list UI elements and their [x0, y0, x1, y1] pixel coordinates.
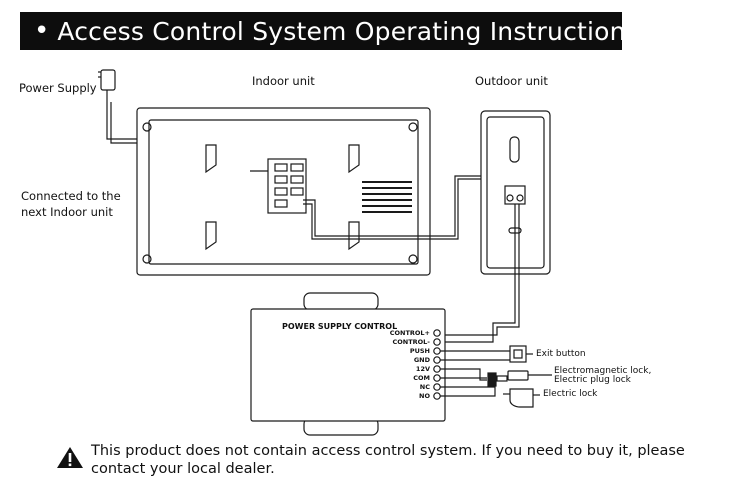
power-supply-control-box [250, 292, 446, 436]
connected-label-line2: next Indoor unit [21, 205, 113, 219]
indoor-unit-label: Indoor unit [252, 74, 315, 88]
em-lock-label-line2: Electric plug lock [554, 375, 631, 385]
terminal-12v: 12V [415, 365, 430, 373]
terminal-gnd: GND [413, 356, 430, 364]
notice-line2: contact your local dealer. [91, 461, 275, 477]
notice-line1: This product does not contain access con… [91, 443, 685, 459]
outdoor-psc-cable [438, 204, 516, 343]
terminal-labels: CONTROL+ CONTROL- PUSH GND 12V COM NC NO [384, 329, 430, 401]
terminal-push: PUSH [409, 347, 430, 355]
em-lock-label-line1: Electromagnetic lock, [554, 366, 652, 376]
warning-icon [57, 447, 83, 468]
electromagnetic-lock-icon [487, 370, 529, 387]
notice-text: This product does not contain access con… [91, 442, 731, 478]
electric-lock-icon [503, 388, 534, 408]
title-bar: • Access Control System Operating Instru… [20, 12, 639, 50]
connected-label-line1: Connected to the [21, 189, 121, 203]
exit-button-icon [509, 345, 527, 363]
page-title: Access Control System Operating Instruct… [57, 16, 639, 46]
exit-button-label: Exit button [536, 349, 586, 359]
terminal-com: COM [413, 374, 430, 382]
electric-lock-label: Electric lock [543, 389, 598, 399]
terminal-control-plus: CONTROL+ [389, 329, 430, 337]
terminal-no: NO [419, 392, 430, 400]
terminal-nc: NC [419, 383, 430, 391]
terminal-control-minus: CONTROL- [392, 338, 430, 346]
psc-title: POWER SUPPLY CONTROL [282, 322, 398, 331]
outdoor-unit-label: Outdoor unit [475, 74, 548, 88]
power-adapter-icon [98, 69, 116, 102]
indoor-unit [136, 107, 431, 276]
power-supply-label: Power Supply [19, 81, 97, 95]
title-bullet: • [34, 16, 50, 46]
